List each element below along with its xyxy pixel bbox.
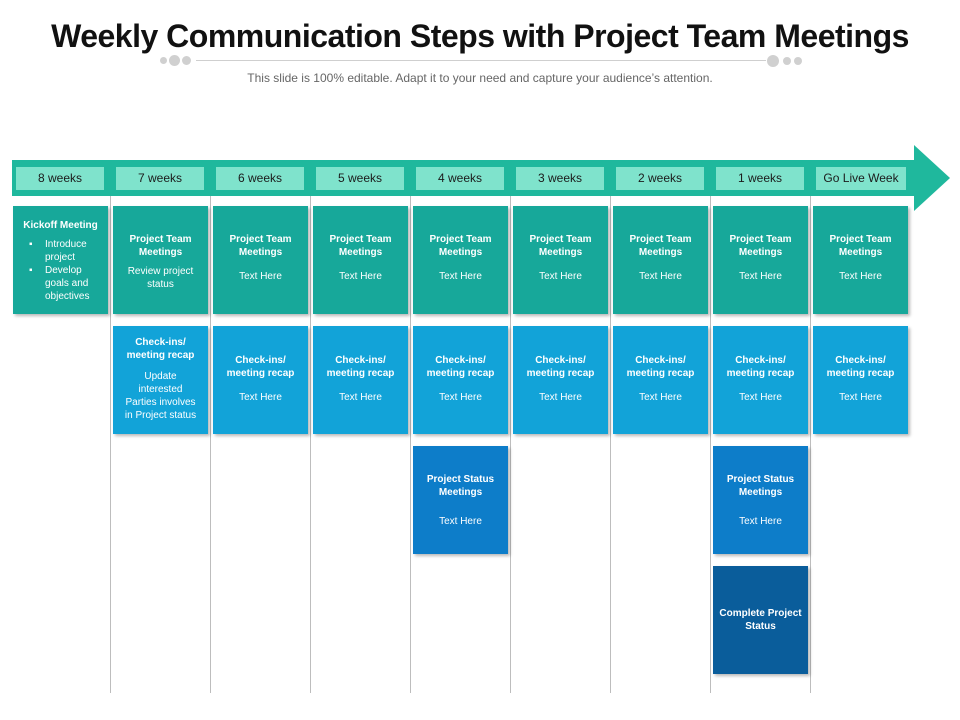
- check-in-card: Check-ins/ meeting recap Text Here: [313, 326, 408, 434]
- project-team-meeting-card: Project Team Meetings Text Here: [413, 206, 508, 314]
- kickoff-bullet: Develop goals and objectives: [29, 264, 102, 303]
- card-text: Text Here: [339, 392, 382, 403]
- card-heading: Project Status Meetings: [426, 474, 495, 498]
- card-heading: Complete Project Status: [719, 608, 802, 632]
- card-text: Text Here: [539, 392, 582, 403]
- kickoff-bullet-list: Introduce project Develop goals and obje…: [19, 238, 102, 303]
- timeline-arrowhead: [914, 145, 950, 211]
- card-text: Text Here: [239, 392, 282, 403]
- project-team-meeting-card: Project Team Meetings Text Here: [513, 206, 608, 314]
- card-text: Text Here: [739, 516, 782, 527]
- card-heading: Project Team Meetings: [229, 234, 292, 258]
- week-label: 6 weeks: [216, 167, 304, 190]
- project-status-meeting-card: Project Status Meetings Text Here: [713, 446, 808, 554]
- card-heading: Project Team Meetings: [329, 234, 392, 258]
- card-text: Text Here: [639, 392, 682, 403]
- card-text: Text Here: [839, 271, 882, 282]
- card-text: Text Here: [539, 271, 582, 282]
- divider-dot: [182, 56, 191, 65]
- divider-dot: [794, 57, 802, 65]
- card-heading: Check-ins/ meeting recap: [726, 355, 795, 379]
- card-text: Text Here: [339, 271, 382, 282]
- card-heading: Project Status Meetings: [726, 474, 795, 498]
- card-heading: Project Team Meetings: [829, 234, 892, 258]
- card-text: Text Here: [639, 271, 682, 282]
- column-divider: [210, 160, 211, 693]
- card-text: Text Here: [739, 271, 782, 282]
- title-divider: [196, 60, 766, 61]
- week-label: 4 weeks: [416, 167, 504, 190]
- card-text: Review project status: [127, 266, 194, 290]
- project-status-meeting-card: Project Status Meetings Text Here: [413, 446, 508, 554]
- card-heading: Check-ins/ meeting recap: [226, 355, 295, 379]
- card-text: Text Here: [239, 271, 282, 282]
- card-heading: Project Team Meetings: [529, 234, 592, 258]
- divider-dot: [783, 57, 791, 65]
- card-heading: Project Team Meetings: [729, 234, 792, 258]
- check-in-card: Check-ins/ meeting recap Text Here: [813, 326, 908, 434]
- kickoff-bullet: Introduce project: [29, 238, 102, 264]
- project-team-meeting-card: Project Team Meetings Text Here: [713, 206, 808, 314]
- card-heading: Check-ins/ meeting recap: [526, 355, 595, 379]
- column-divider: [610, 160, 611, 693]
- week-label: 7 weeks: [116, 167, 204, 190]
- slide-subtitle: This slide is 100% editable. Adapt it to…: [247, 71, 713, 85]
- project-team-meeting-card: Project Team Meetings Text Here: [613, 206, 708, 314]
- card-heading: Check-ins/ meeting recap: [426, 355, 495, 379]
- column-divider: [410, 160, 411, 693]
- column-divider: [810, 160, 811, 693]
- card-heading: Project Team Meetings: [129, 234, 192, 258]
- project-team-meeting-card: Project Team Meetings Text Here: [313, 206, 408, 314]
- check-in-card: Check-ins/ meeting recap Text Here: [413, 326, 508, 434]
- card-text: Text Here: [439, 392, 482, 403]
- column-divider: [110, 160, 111, 693]
- card-heading: Check-ins/ meeting recap: [626, 355, 695, 379]
- week-label: 3 weeks: [516, 167, 604, 190]
- project-team-meeting-card: Project Team Meetings Text Here: [213, 206, 308, 314]
- complete-project-status-card: Complete Project Status: [713, 566, 808, 674]
- kickoff-meeting-heading: Kickoff Meeting: [23, 220, 98, 231]
- divider-dot: [160, 57, 167, 64]
- slide-title: Weekly Communication Steps with Project …: [51, 18, 909, 54]
- check-in-card: Check-ins/ meeting recap Update interest…: [113, 326, 208, 434]
- card-text: Text Here: [439, 516, 482, 527]
- kickoff-meeting-card: Kickoff Meeting Introduce project Develo…: [13, 206, 108, 314]
- column-divider: [510, 160, 511, 693]
- card-heading: Project Team Meetings: [429, 234, 492, 258]
- project-team-meeting-card: Project Team Meetings Text Here: [813, 206, 908, 314]
- check-in-card: Check-ins/ meeting recap Text Here: [513, 326, 608, 434]
- divider-dot: [169, 55, 180, 66]
- card-text: Text Here: [439, 271, 482, 282]
- card-heading: Check-ins/ meeting recap: [826, 355, 895, 379]
- week-label: 1 weeks: [716, 167, 804, 190]
- card-heading: Project Team Meetings: [629, 234, 692, 258]
- week-label: 5 weeks: [316, 167, 404, 190]
- project-team-meeting-card: Project Team Meetings Review project sta…: [113, 206, 208, 314]
- week-label: 2 weeks: [616, 167, 704, 190]
- card-heading: Check-ins/ meeting recap: [126, 337, 195, 361]
- card-text: Text Here: [739, 392, 782, 403]
- card-heading: Check-ins/ meeting recap: [326, 355, 395, 379]
- week-label: 8 weeks: [16, 167, 104, 190]
- card-text: Update interested Parties involves in Pr…: [124, 371, 197, 421]
- check-in-card: Check-ins/ meeting recap Text Here: [613, 326, 708, 434]
- check-in-card: Check-ins/ meeting recap Text Here: [713, 326, 808, 434]
- check-in-card: Check-ins/ meeting recap Text Here: [213, 326, 308, 434]
- column-divider: [310, 160, 311, 693]
- column-divider: [710, 160, 711, 693]
- week-label: Go Live Week: [816, 167, 906, 190]
- divider-dot: [767, 55, 779, 67]
- card-text: Text Here: [839, 392, 882, 403]
